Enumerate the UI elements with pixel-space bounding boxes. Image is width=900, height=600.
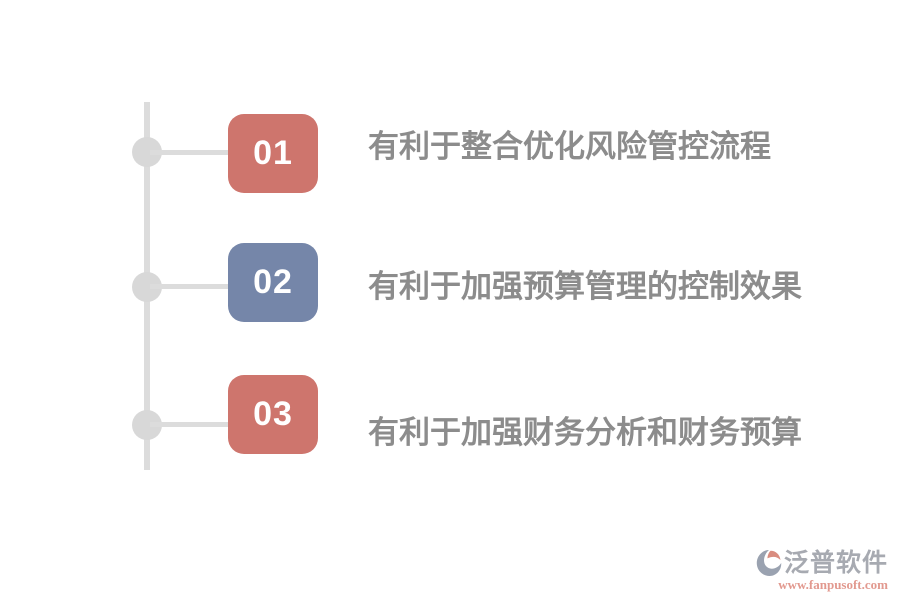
timeline-connector-3 [150, 422, 232, 427]
timeline-connector-1 [150, 150, 232, 155]
timeline-connector-2 [150, 284, 232, 289]
brand-name: 泛普软件 [783, 549, 888, 577]
brand-url: www.fanpusoft.com [778, 577, 888, 592]
number-badge-02: 02 [228, 243, 318, 322]
item-label-2: 有利于加强预算管理的控制效果 [368, 269, 802, 304]
badge-number: 02 [253, 263, 293, 301]
badge-number: 03 [253, 395, 293, 433]
brand-watermark: 泛普软件 www.fanpusoft.com [756, 548, 888, 592]
badge-number: 01 [253, 134, 293, 172]
number-badge-01: 01 [228, 114, 318, 193]
item-label-1: 有利于整合优化风险管控流程 [368, 129, 771, 164]
fanpu-logo-icon [756, 550, 782, 576]
item-label-3: 有利于加强财务分析和财务预算 [368, 415, 802, 450]
number-badge-03: 03 [228, 375, 318, 454]
